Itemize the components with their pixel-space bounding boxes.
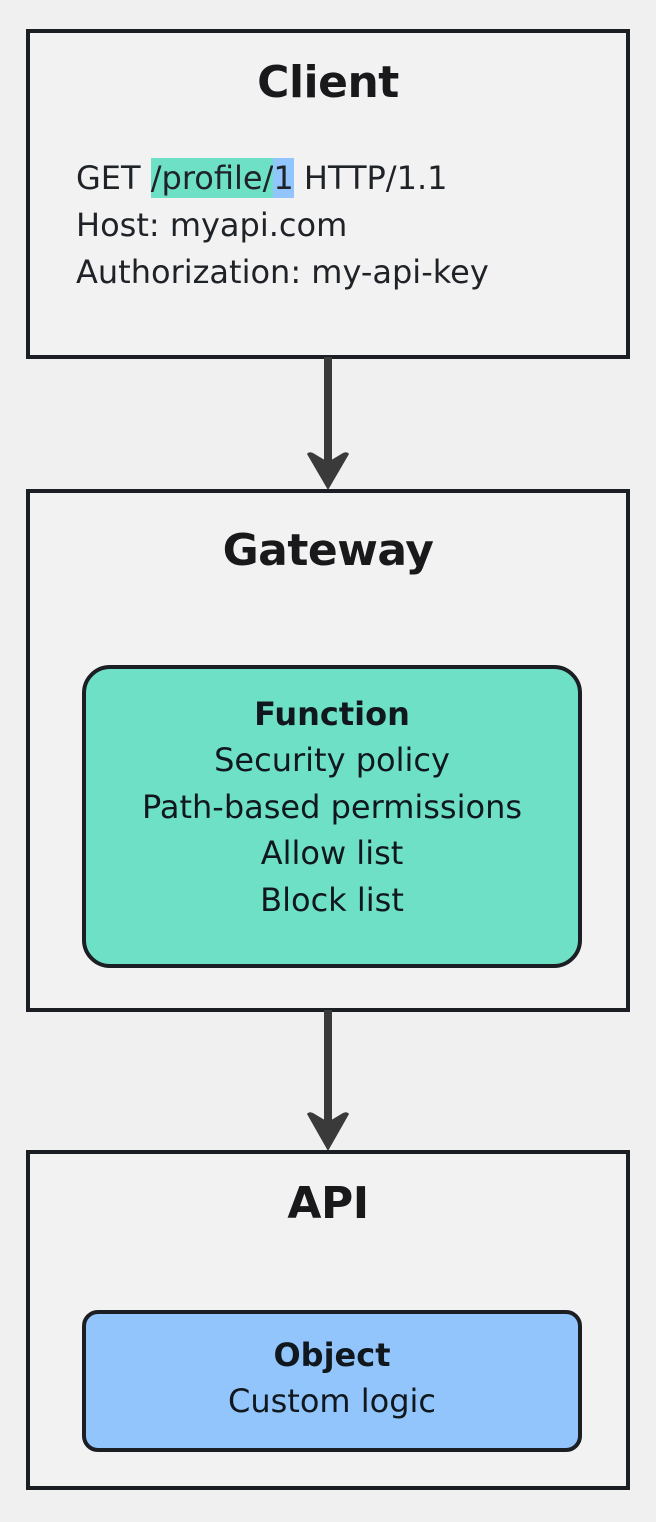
- object-card: Object Custom logic: [82, 1310, 582, 1452]
- client-request-block: GET /profile/1 HTTP/1.1 Host: myapi.com …: [30, 155, 626, 296]
- request-protocol: HTTP/1.1: [293, 159, 448, 197]
- object-card-line-custom-logic: Custom logic: [227, 1382, 437, 1421]
- api-title: API: [287, 1178, 369, 1229]
- request-path-highlight: /profile/: [150, 158, 274, 198]
- object-card-title: Object: [273, 1336, 391, 1374]
- request-authorization-line: Authorization: my-api-key: [76, 253, 489, 292]
- request-host-line: Host: myapi.com: [76, 206, 348, 245]
- function-card-line-allow-list: Allow list: [260, 834, 404, 873]
- arrow-down-icon: [307, 1010, 349, 1151]
- request-line-start-line: GET /profile/1 HTTP/1.1: [76, 155, 626, 202]
- arrow-down-icon: [307, 357, 349, 490]
- function-card: Function Security policy Path-based perm…: [82, 665, 582, 968]
- api-node: API Object Custom logic: [26, 1150, 630, 1490]
- request-method: GET: [76, 159, 151, 197]
- client-title: Client: [257, 57, 399, 108]
- gateway-node: Gateway Function Security policy Path-ba…: [26, 489, 630, 1012]
- function-card-title: Function: [254, 695, 410, 733]
- gateway-title: Gateway: [222, 525, 434, 576]
- arrow-gateway-to-api: [303, 1010, 353, 1152]
- request-id-highlight: 1: [273, 158, 294, 198]
- arrow-client-to-gateway: [303, 357, 353, 491]
- client-node: Client GET /profile/1 HTTP/1.1 Host: mya…: [26, 29, 630, 359]
- function-card-line-security-policy: Security policy: [214, 741, 450, 780]
- function-card-line-block-list: Block list: [260, 880, 404, 919]
- function-card-line-path-based-permissions: Path-based permissions: [141, 787, 523, 826]
